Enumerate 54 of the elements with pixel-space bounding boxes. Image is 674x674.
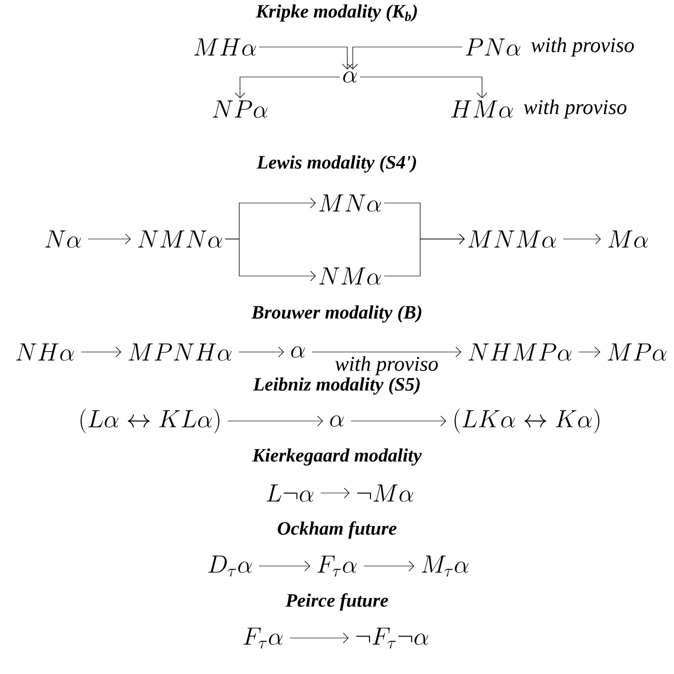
arrow	[364, 560, 414, 572]
formula: $PN\alpha$	[466, 38, 520, 56]
section-heading: Brouwer modality (B)	[251, 305, 422, 323]
formula: $HM\alpha$	[451, 100, 513, 118]
formula: $(L\alpha \leftrightarrow KL\alpha)$	[80, 408, 220, 434]
section-heading: Lewis modality (S4')	[256, 155, 416, 173]
formula: $MH\alpha$	[194, 38, 256, 56]
arrow	[320, 488, 350, 498]
formula: $\neg F_\tau\neg\alpha$	[356, 628, 428, 649]
formula: $D_\tau\alpha$	[208, 556, 252, 577]
formula: $NM\alpha$	[319, 268, 381, 285]
arrow	[312, 346, 462, 358]
section-heading: Kripke modality (K$_{b}$)	[256, 4, 417, 22]
arrow	[228, 416, 323, 426]
formula: $\alpha$	[291, 346, 305, 358]
arrow	[234, 76, 340, 98]
arrow	[238, 346, 284, 358]
proviso-note: with proviso	[531, 37, 634, 56]
arrow	[290, 632, 349, 644]
arrow	[384, 234, 465, 276]
formula: $NHMP\alpha$	[468, 344, 572, 361]
section-heading: Peirce future	[286, 593, 388, 611]
section-heading: Ockham future	[278, 521, 396, 539]
arrow	[224, 238, 316, 282]
arrow	[347, 46, 463, 70]
formula: $\alpha$	[343, 71, 357, 83]
formula: $(LK\alpha \leftrightarrow K\alpha)$	[454, 408, 600, 434]
arrow	[258, 560, 310, 572]
formula: $\neg M\alpha$	[357, 484, 414, 502]
formula: $N\alpha$	[45, 230, 81, 248]
formula: $MN\alpha$	[319, 194, 381, 212]
formula: $NP\alpha$	[212, 100, 268, 118]
arrow	[360, 76, 488, 98]
arrow	[350, 416, 446, 426]
proviso-note: with proviso	[524, 99, 626, 118]
formula: $MPNH\alpha$	[128, 344, 232, 361]
arrow	[562, 234, 601, 244]
formula: $F_\tau\alpha$	[244, 628, 283, 649]
formula: $M_\tau\alpha$	[422, 556, 468, 577]
formula: $MP\alpha$	[608, 344, 666, 361]
formula: $M\alpha$	[608, 230, 648, 248]
formula: $F_\tau\alpha$	[318, 556, 357, 577]
section-heading: Kierkegaard modality	[252, 448, 422, 466]
arrow	[258, 46, 353, 70]
formula: $NH\alpha$	[16, 344, 74, 361]
arrow	[88, 234, 131, 244]
arrow	[578, 346, 600, 358]
formula: $MNM\alpha$	[468, 230, 556, 248]
arrow	[80, 346, 122, 358]
formula: $NMN\alpha$	[138, 230, 222, 248]
formula: $\alpha$	[330, 415, 344, 427]
edge-label: with proviso	[335, 356, 438, 376]
section-heading: Leibniz modality (S5)	[252, 377, 420, 395]
formula: $L\neg\alpha$	[266, 484, 314, 502]
